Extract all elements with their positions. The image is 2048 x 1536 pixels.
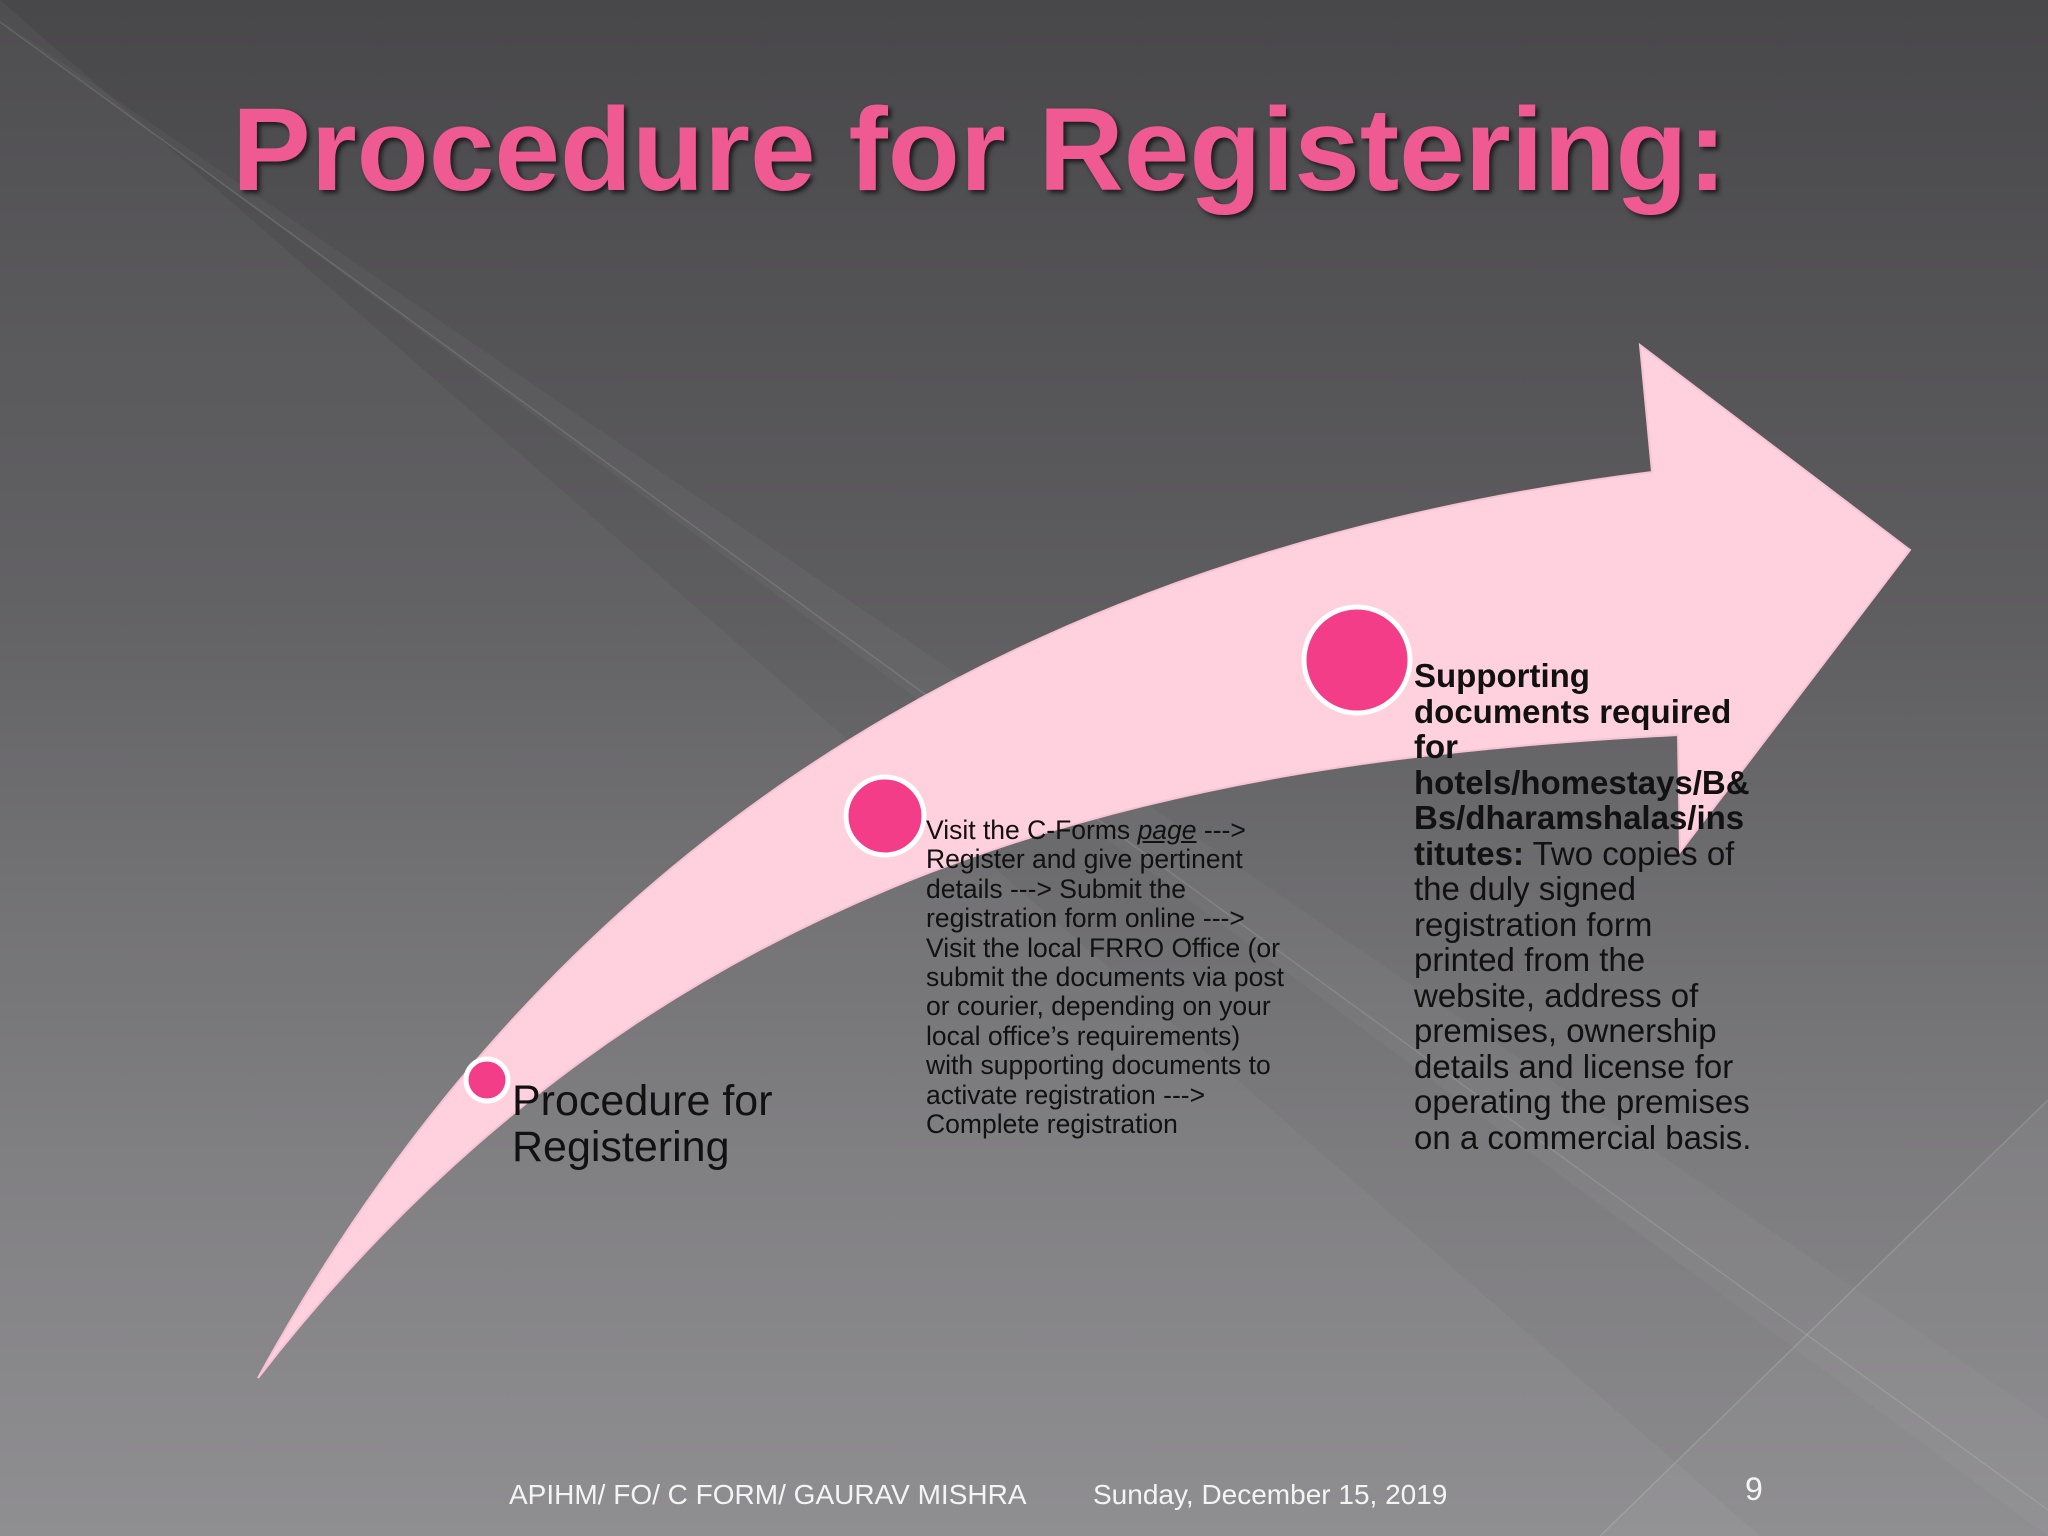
slide-number: 9 (1745, 1471, 1763, 1507)
step-marker-2 (843, 774, 927, 858)
c-forms-page-link[interactable]: page (1137, 815, 1197, 845)
step-3-body: Two copies of the duly signed registrati… (1414, 834, 1752, 1156)
background-facet-corner (1600, 1100, 2048, 1536)
step-marker-1 (463, 1056, 511, 1104)
step-label-2: Visit the C-Forms page ---> Register and… (926, 815, 1286, 1140)
footer-date: Sunday, December 15, 2019 (1093, 1479, 1448, 1510)
slide-title: Procedure for Registering: (232, 84, 1727, 216)
footer-author: APIHM/ FO/ C FORM/ GAURAV MISHRA (509, 1479, 1027, 1510)
background-diagonal-line-right (1599, 1099, 2048, 1536)
step-3-heading: Supporting documents required for hotels… (1414, 657, 1750, 872)
curved-arrow-shape (257, 342, 1912, 1379)
step-marker-3 (1301, 604, 1413, 716)
step-2-text-rest: ---> Register and give pertinent details… (926, 815, 1284, 1140)
step-2-text-start: Visit the C-Forms (926, 815, 1138, 845)
step-label-3: Supporting documents required for hotels… (1414, 658, 1754, 1155)
step-label-1: Procedure for Registering (512, 1077, 773, 1171)
